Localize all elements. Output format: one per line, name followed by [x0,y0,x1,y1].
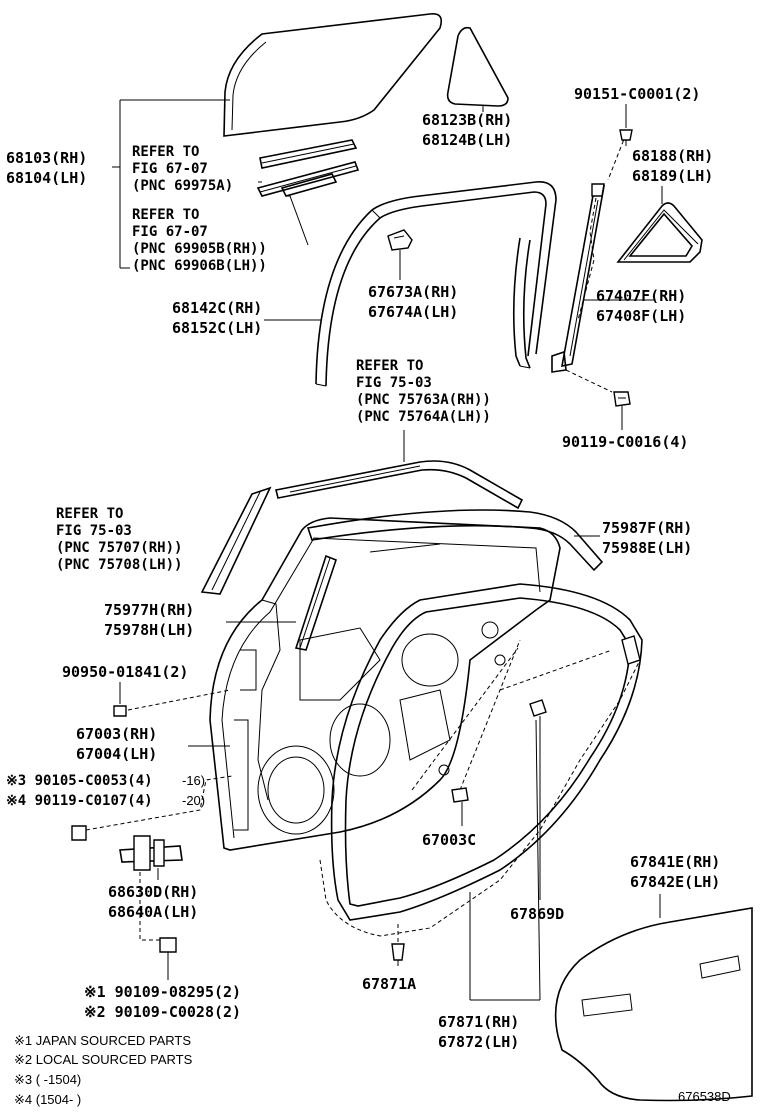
quarter-glass [446,26,509,107]
quarter-window-frame [616,202,703,263]
label-90119-c0016: 90119-C0016(4) [562,433,688,451]
label-ref2-b: FIG 67-07 [132,224,208,240]
label-90109-08295: ※1 90109-08295(2) [84,983,241,1001]
label-67407: 67407F(RH) [596,287,686,305]
door-check [119,835,183,871]
dash-90151 [607,133,627,181]
leader-ref2 [258,181,309,246]
label-75987: 75987F(RH) [602,519,692,537]
label-67408: 67408F(LH) [596,307,686,325]
dash-clips [411,639,613,791]
label-ref4-a: REFER TO [56,506,123,522]
diagram-id: 676538D [678,1089,731,1104]
label-ref3-c: (PNC 75763A(RH)) [356,392,491,408]
label-ref3-d: (PNC 75764A(LH)) [356,409,491,425]
bolt-90105 [71,825,87,841]
run-channel [315,181,557,387]
label-ref2-c: (PNC 69905B(RH)) [132,241,267,257]
footnote-4: ※4 (1504- ) [14,1092,81,1107]
label-68104: 68104(LH) [6,169,87,187]
upper-weatherstrip [275,460,524,510]
label-ref4-c: (PNC 75707(RH)) [56,540,182,556]
door-glass [223,12,443,137]
label-ref3-a: REFER TO [356,358,423,374]
dash-door-check [139,872,160,941]
label-67841: 67841E(RH) [630,853,720,871]
label-75978: 75978H(LH) [104,621,194,639]
label-68189: 68189(LH) [632,167,713,185]
service-hole-cover [554,907,753,1102]
bracket-68103 [112,99,230,269]
label-67871a: 67871A [362,975,416,993]
label-68103: 68103(RH) [6,149,87,167]
footnote-2: ※2 LOCAL SOURCED PARTS [14,1052,193,1067]
label-ref3-b: FIG 75-03 [356,375,432,391]
leader-67871 [469,719,541,1001]
label-67674: 67674A(LH) [368,303,458,321]
door-weatherstrip [330,583,643,921]
label-68640: 68640A(LH) [108,903,198,921]
label-68188: 68188(RH) [632,147,713,165]
division-bar [551,183,606,373]
label-68123: 68123B(RH) [422,111,512,129]
label-ref1-a: REFER TO [132,144,199,160]
label-ref4-b: FIG 75-03 [56,523,132,539]
label-90105-sub: -16) [182,773,205,788]
inner-glass-run [294,554,337,651]
label-67869: 67869D [510,905,564,923]
label-90119-sub: -20) [182,793,205,808]
bolt-90109 [159,937,177,960]
label-90151: 90151-C0001(2) [574,85,700,103]
label-67871: 67871(RH) [438,1013,519,1031]
door-panel [209,517,561,851]
label-90119-c0107: ※4 90119-C0107(4) [6,793,153,809]
label-ref2-d: (PNC 69906B(LH)) [132,258,267,274]
label-ref2-a: REFER TO [132,207,199,223]
footnotes: ※1 JAPAN SOURCED PARTS ※2 LOCAL SOURCED … [14,1033,193,1107]
label-67673: 67673A(RH) [368,283,458,301]
label-68152: 68152C(LH) [172,319,262,337]
label-90109-c0028: ※2 90109-C0028(2) [84,1003,241,1021]
label-ref1-c: (PNC 69975A) [132,178,233,194]
dash-90119 [565,369,613,393]
label-67842: 67842E(LH) [630,873,720,891]
label-67003: 67003(RH) [76,725,157,743]
dash-90950 [127,689,231,711]
label-68142: 68142C(RH) [172,299,262,317]
dash-bolts [85,775,233,831]
clip-90950 [113,705,127,717]
label-67872: 67872(LH) [438,1033,519,1051]
label-75988: 75988E(LH) [602,539,692,557]
belt-moldings [256,139,360,197]
label-75977: 75977H(RH) [104,601,194,619]
door-top-molding [306,509,604,572]
label-67004: 67004(LH) [76,745,157,763]
clip-67871a [391,943,405,966]
footnote-3: ※3 ( -1504) [14,1072,81,1087]
dash-67407 [577,197,597,321]
label-68124: 68124B(LH) [422,131,512,149]
screw-90151 [619,129,633,146]
clip-67869 [529,699,547,717]
label-90950: 90950-01841(2) [62,663,188,681]
clip-67673 [387,229,413,251]
clip-67003c [451,787,469,803]
label-90105: ※3 90105-C0053(4) [6,773,153,789]
screw-90119-c0016 [613,391,631,407]
label-67003c: 67003C [422,831,476,849]
front-edge-molding [200,486,272,595]
label-68630: 68630D(RH) [108,883,198,901]
part-labels: 68103(RH) 68104(LH) REFER TO FIG 67-07 (… [6,85,720,1051]
footnote-1: ※1 JAPAN SOURCED PARTS [14,1033,191,1048]
label-ref4-d: (PNC 75708(LH)) [56,557,182,573]
label-ref1-b: FIG 67-07 [132,161,208,177]
